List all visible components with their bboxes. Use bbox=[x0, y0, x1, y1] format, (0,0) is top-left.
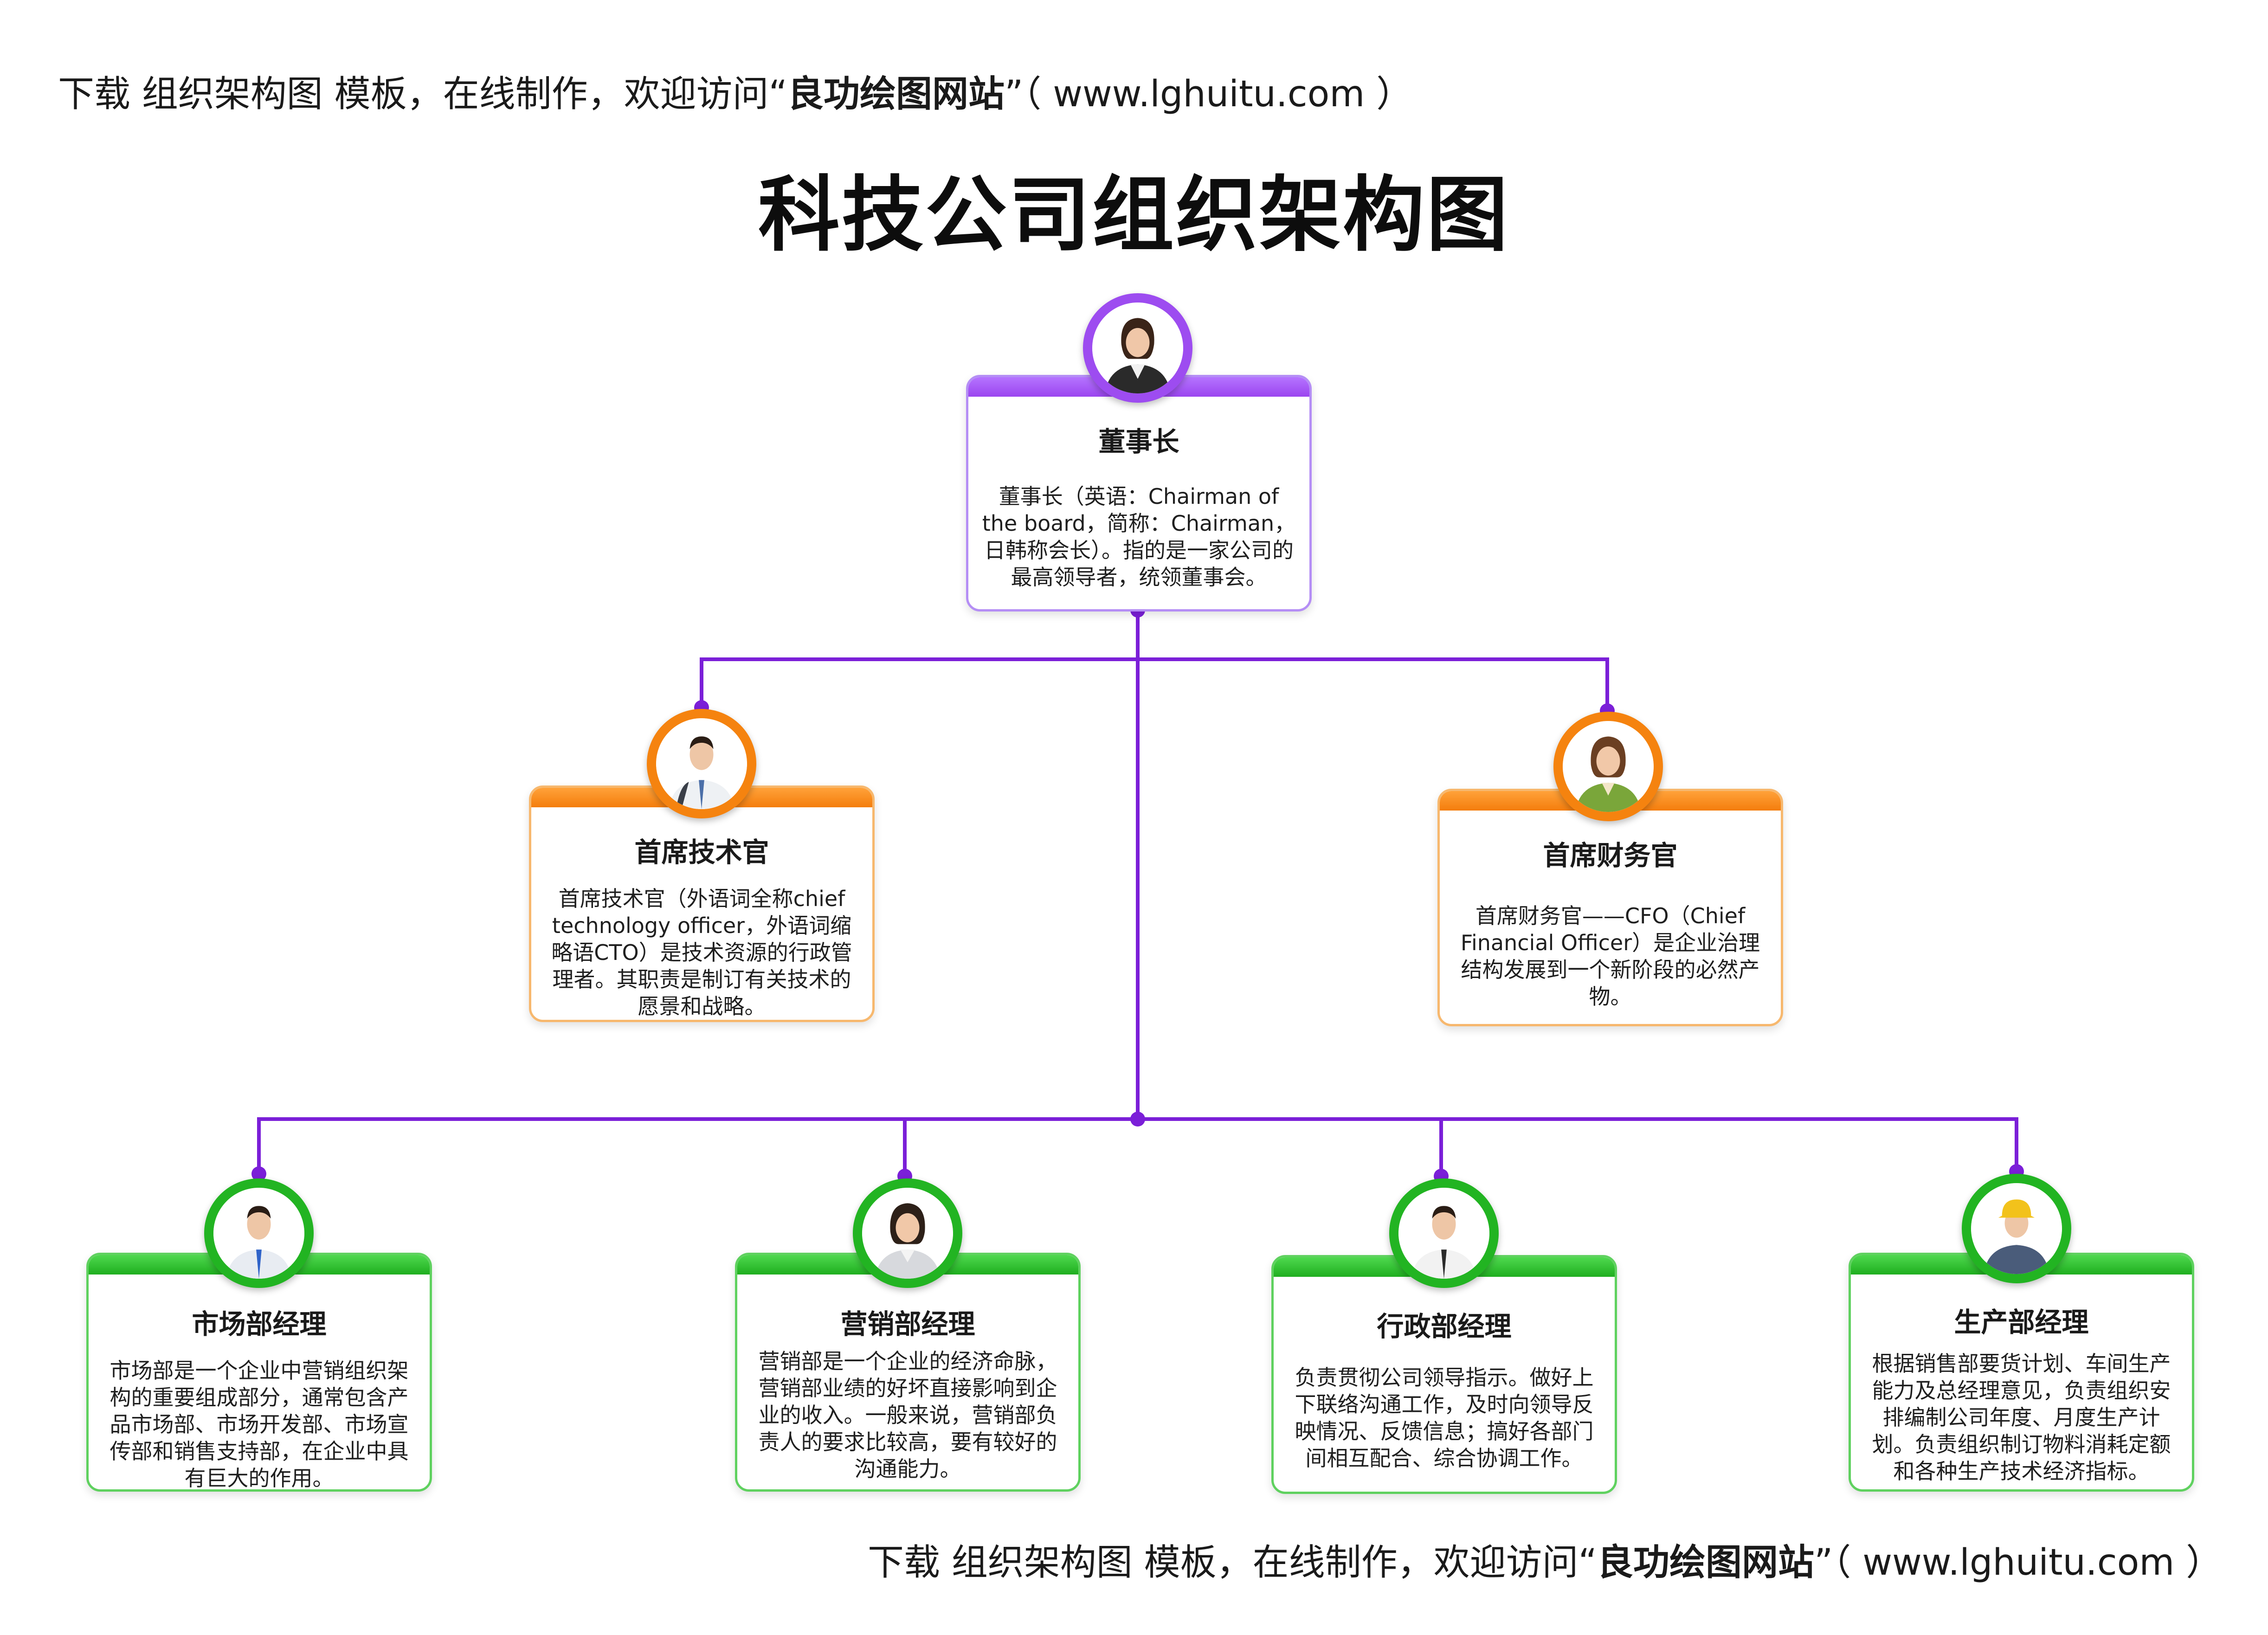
businessman-dark-tie-avatar-icon bbox=[1389, 1178, 1499, 1288]
node-title: 首席技术官 bbox=[634, 837, 769, 868]
node-description: 董事长（英语：Chairman of the board，简称：Chairman… bbox=[982, 484, 1296, 590]
banner-prefix: 下载 组织架构图 模板，在线制作，欢迎访问“ bbox=[58, 73, 787, 115]
chart-title: 科技公司组织架构图 bbox=[758, 167, 1510, 263]
banner-site-name: 良功绘图网站 bbox=[787, 73, 1005, 115]
businesswoman-avatar-icon bbox=[1083, 293, 1192, 403]
node-description: 根据销售部要货计划、车间生产能力及总经理意见，负责组织安排编制公司年度、月度生产… bbox=[1872, 1351, 2171, 1484]
node-description: 负责贯彻公司领导指示。做好上下联络沟通工作，及时向领导反映情况、反馈信息；搞好各… bbox=[1295, 1365, 1594, 1471]
sales-card[interactable]: 营销部经理 营销部是一个企业的经济命脉，营销部业绩的好坏直接影响到企业的收入。一… bbox=[735, 1253, 1081, 1492]
businessman-blue-tie-avatar-icon bbox=[204, 1178, 314, 1288]
marketing-card[interactable]: 市场部经理 市场部是一个企业中营销组织架构的重要组成部分，通常包含产品市场部、市… bbox=[86, 1253, 432, 1492]
node-title: 营销部经理 bbox=[840, 1308, 975, 1340]
cfo-card[interactable]: 首席财务官 首席财务官——CFO（Chief Financial Officer… bbox=[1437, 789, 1783, 1026]
production-card[interactable]: 生产部经理 根据销售部要货计划、车间生产能力及总经理意见，负责组织安排编制公司年… bbox=[1849, 1253, 2194, 1492]
node-description: 首席技术官（外语词全称chief technology officer，外语词缩… bbox=[551, 886, 852, 1019]
businessman-avatar-icon bbox=[647, 709, 756, 818]
node-title: 董事长 bbox=[1098, 426, 1179, 457]
banner-suffix: ”（ www.lghuitu.com ） bbox=[1005, 73, 1413, 115]
node-description: 市场部是一个企业中营销组织架构的重要组成部分，通常包含产品市场部、市场开发部、市… bbox=[110, 1358, 409, 1491]
banner-suffix: ”（ www.lghuitu.com ） bbox=[1814, 1542, 2223, 1584]
cto-card[interactable]: 首席技术官 首席技术官（外语词全称chief technology office… bbox=[529, 785, 875, 1022]
node-title: 市场部经理 bbox=[192, 1308, 327, 1340]
businesswoman-green-avatar-icon bbox=[1553, 712, 1663, 821]
node-description: 首席财务官——CFO（Chief Financial Officer）是企业治理… bbox=[1460, 903, 1760, 1009]
download-banner-bottom[interactable]: 下载 组织架构图 模板，在线制作，欢迎访问“良功绘图网站”（ www.lghui… bbox=[868, 1533, 2222, 1585]
connector-dot bbox=[1130, 1112, 1145, 1126]
admin-card[interactable]: 行政部经理 负责贯彻公司领导指示。做好上下联络沟通工作，及时向领导反映情况、反馈… bbox=[1271, 1255, 1617, 1494]
banner-site-name: 良功绘图网站 bbox=[1597, 1542, 1815, 1584]
node-description: 营销部是一个企业的经济命脉，营销部业绩的好坏直接影响到企业的收入。一般来说，营销… bbox=[758, 1349, 1057, 1481]
connector-dot bbox=[251, 1166, 266, 1181]
node-title: 生产部经理 bbox=[1954, 1307, 2089, 1338]
worker-hardhat-avatar-icon bbox=[1962, 1174, 2071, 1283]
businesswoman-gray-avatar-icon bbox=[853, 1178, 962, 1288]
node-title: 行政部经理 bbox=[1377, 1311, 1512, 1342]
node-title: 首席财务官 bbox=[1543, 840, 1678, 871]
chairman-card[interactable]: 董事长 董事长（英语：Chairman of the board，简称：Chai… bbox=[966, 375, 1312, 612]
download-banner-top[interactable]: 下载 组织架构图 模板，在线制作，欢迎访问“良功绘图网站”（ www.lghui… bbox=[58, 65, 1412, 117]
banner-prefix: 下载 组织架构图 模板，在线制作，欢迎访问“ bbox=[868, 1542, 1597, 1584]
